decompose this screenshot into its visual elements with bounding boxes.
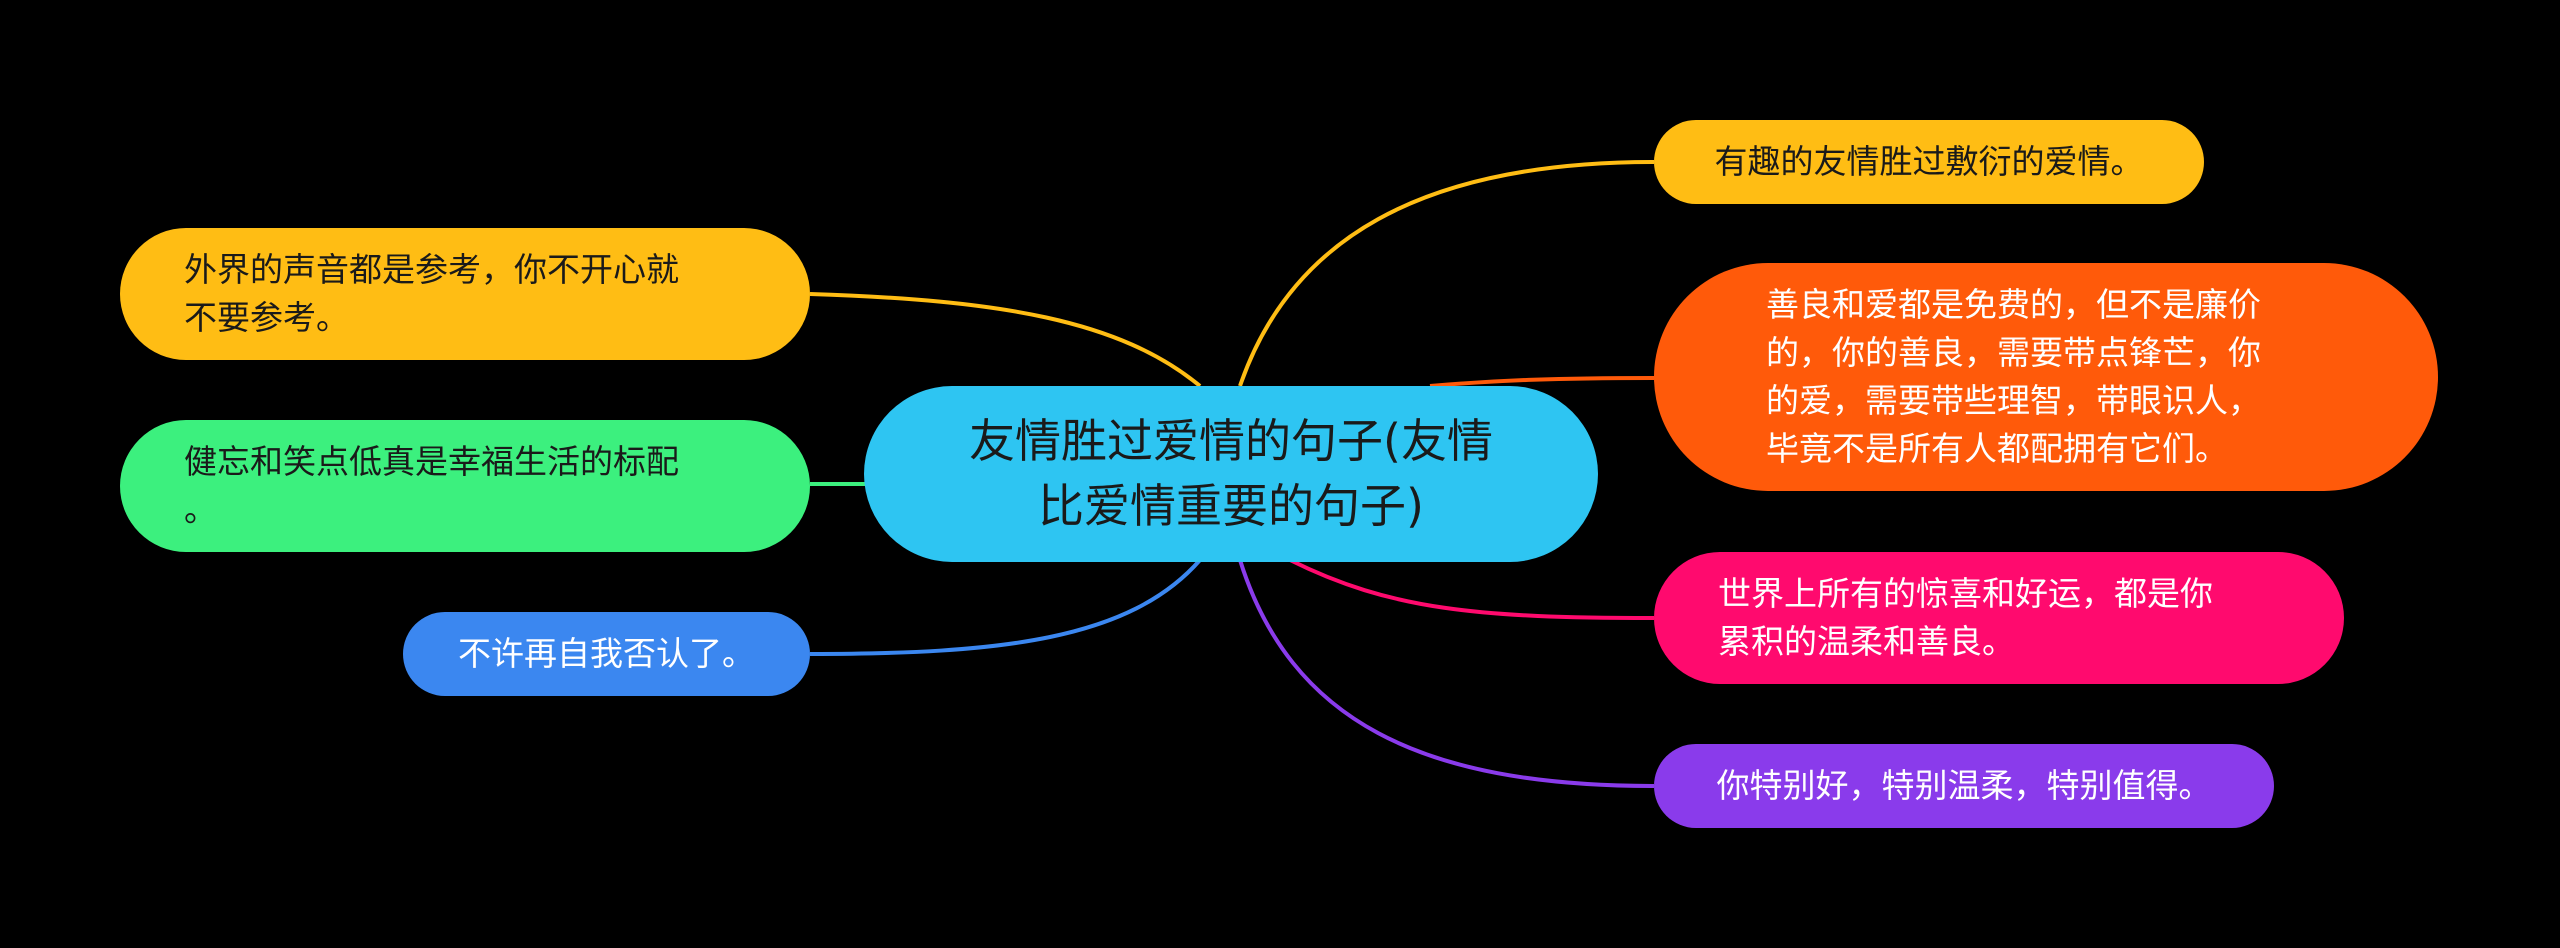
connector-right-4 — [1238, 559, 1655, 788]
branch-left-3[interactable]: 不许再自我否认了。 — [403, 612, 810, 696]
branch-right-2[interactable]: 善良和爱都是免费的，但不是廉价 的，你的善良，需要带点锋芒，你 的爱，需要带些理… — [1654, 263, 2438, 491]
branch-right-1-label: 有趣的友情胜过敷衍的爱情。 — [1714, 142, 2144, 182]
branch-left-2-label: 健忘和笑点低真是幸福生活的标配 。 — [184, 442, 679, 529]
branch-left-1[interactable]: 外界的声音都是参考，你不开心就 不要参考。 — [120, 228, 810, 360]
connector-left-1 — [809, 292, 1202, 388]
connector-right-3 — [1289, 558, 1655, 620]
connector-left-3 — [809, 558, 1202, 656]
branch-left-2[interactable]: 健忘和笑点低真是幸福生活的标配 。 — [120, 420, 810, 552]
branch-right-4-label: 你特别好，特别温柔，特别值得。 — [1716, 766, 2212, 806]
connector-right-2 — [1429, 376, 1655, 388]
branch-right-1[interactable]: 有趣的友情胜过敷衍的爱情。 — [1654, 120, 2204, 204]
branch-right-2-label: 善良和爱都是免费的，但不是廉价 的，你的善良，需要带点锋芒，你 的爱，需要带些理… — [1766, 285, 2261, 468]
central-topic-label: 友情胜过爱情的句子(友情 比爱情重要的句子) — [969, 413, 1493, 533]
central-topic[interactable]: 友情胜过爱情的句子(友情 比爱情重要的句子) — [864, 386, 1598, 562]
branch-right-4[interactable]: 你特别好，特别温柔，特别值得。 — [1654, 744, 2274, 828]
branch-left-3-label: 不许再自我否认了。 — [458, 634, 755, 674]
branch-right-3[interactable]: 世界上所有的惊喜和好运，都是你 累积的温柔和善良。 — [1654, 552, 2344, 684]
branch-left-1-label: 外界的声音都是参考，你不开心就 不要参考。 — [184, 250, 679, 337]
branch-right-3-label: 世界上所有的惊喜和好运，都是你 累积的温柔和善良。 — [1718, 574, 2213, 661]
connector-right-1 — [1238, 160, 1655, 387]
